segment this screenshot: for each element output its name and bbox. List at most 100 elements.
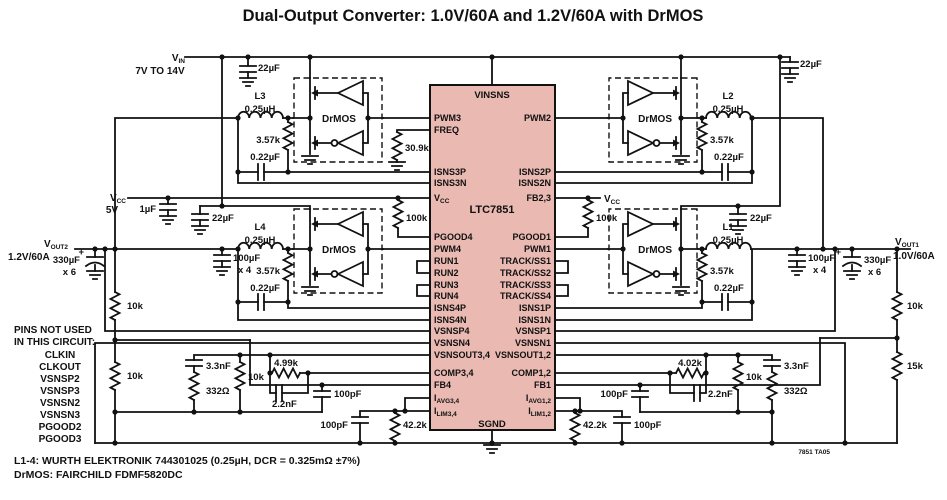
cap-100pf-ilim-left — [351, 416, 369, 424]
unused-pin-item: VSNSP2 — [40, 374, 80, 385]
ic-pin-label: VSNSP4 — [434, 326, 470, 336]
ic-pin-label: VSNSOUT1,2 — [495, 350, 551, 360]
cap-value-label: 0.22µF — [714, 152, 744, 163]
ic-pin-label: ISNS3N — [434, 178, 467, 188]
ic-pin-label: RUN2 — [434, 268, 459, 278]
ic-pin-label: VSNSP1 — [515, 326, 551, 336]
inductor-value-label: 0.25µH — [713, 104, 744, 115]
resistor-42k2-left — [389, 412, 401, 442]
resistor-4k02 — [675, 367, 705, 379]
unused-pins-title: PINS NOT USED — [14, 325, 92, 336]
resistor-4k99 — [271, 367, 301, 379]
ic-pin-label: PGOOD1 — [512, 232, 551, 242]
ic-pin-label: ISNS1N — [518, 315, 551, 325]
cap-value-label: 2.2nF — [272, 399, 297, 410]
cap-qty-label: x 4 — [238, 265, 252, 276]
cap-100uf-right — [788, 254, 806, 262]
ic-pin-label: VSNSN1 — [515, 338, 551, 348]
ic-ltc7851: VINSNS LTC7851 SGND PWM3 FREQ ISNS3P ISN… — [429, 84, 556, 431]
inductor-name-label: L2 — [722, 91, 733, 102]
resistor-15k-div-right — [891, 351, 903, 381]
ic-pin-label: PWM2 — [524, 113, 551, 123]
ic-pin-label: ISNS1P — [519, 303, 551, 313]
ic-pin-label: RUN3 — [434, 280, 459, 290]
ic-pin-label: ILIM1,2 — [528, 406, 551, 418]
resistor-332-left — [188, 371, 200, 401]
cap-100pf-fb-left — [313, 390, 331, 398]
res-value-label: 10k — [127, 371, 144, 382]
cap-polarity-label: + — [835, 247, 841, 258]
footnotes: L1-4: WURTH ELEKTRONIK 744301025 (0.25µH… — [14, 449, 830, 481]
ic-pin-label: PWM3 — [434, 113, 461, 123]
resistor-3k57-l1 — [696, 252, 708, 282]
cap-value-label: 3.3nF — [784, 361, 809, 372]
res-value-label: 42.2k — [583, 420, 607, 431]
junction-dots — [92, 54, 900, 446]
cap-value-label: 330µF — [864, 255, 891, 266]
res-value-label: 15k — [907, 361, 924, 372]
cap-value-label: 2.2nF — [708, 389, 733, 400]
cap-value-label: 100pF — [334, 389, 362, 400]
res-value-label: 42.2k — [403, 420, 427, 431]
resistor-30k9 — [391, 131, 403, 161]
res-value-label: 3.57k — [710, 266, 734, 277]
ground-icon — [843, 270, 861, 280]
cap-value-label: 0.22µF — [714, 283, 744, 294]
cap-value-label: 22µF — [212, 213, 234, 224]
ic-pin-label: TRACK/SS1 — [500, 256, 551, 266]
cap-022uf-l3 — [257, 163, 265, 181]
ground-rail-wires — [94, 429, 898, 446]
ic-part-number: LTC7851 — [469, 204, 514, 216]
drmos-label: DrMOS — [638, 245, 672, 256]
ground-icon — [86, 270, 104, 280]
vout2-label: VOUT2 — [44, 239, 68, 251]
cap-value-label: 330µF — [53, 255, 80, 266]
res-value-label: 100k — [596, 213, 618, 224]
footnote-inductor: L1-4: WURTH ELEKTRONIK 744301025 (0.25µH… — [14, 455, 360, 467]
resistor-100k-right — [582, 199, 594, 229]
unused-pin-item: CLKOUT — [39, 362, 81, 373]
unused-pin-item: VSNSN2 — [40, 398, 80, 409]
ic-pin-label: RUN1 — [434, 256, 459, 266]
ic-pin-label: ISNS4N — [434, 315, 467, 325]
drmos-label: DrMOS — [638, 114, 672, 125]
ground-icon — [191, 225, 209, 235]
resistor-100k-left — [392, 199, 404, 229]
unused-pin-item: PGOOD3 — [39, 434, 82, 445]
cap-value-label: 22µF — [750, 213, 772, 224]
ic-pin-label: TRACK/SS2 — [500, 268, 551, 278]
cap-value-label: 3.3nF — [206, 361, 231, 372]
run-track-jumpers — [416, 260, 569, 297]
pwm-freq-wires — [382, 117, 609, 250]
res-value-label: 332Ω — [206, 386, 230, 397]
resistor-10k-div-left-bot — [109, 361, 121, 391]
cap-qty-label: x 6 — [868, 267, 881, 278]
ic-pin-label: PWM4 — [434, 244, 461, 254]
cap-value-label: 22µF — [800, 59, 822, 70]
cap-qty-label: x 4 — [813, 265, 827, 276]
cap-value-label: 100µF — [808, 253, 835, 264]
res-value-label: 3.57k — [256, 135, 280, 146]
cap-value-label: 100µF — [233, 253, 260, 264]
ic-pin-label: IAVG1,2 — [526, 393, 552, 405]
vout2-wires — [94, 248, 431, 444]
resistor-332-right — [766, 371, 778, 401]
ic-pin-label: COMP3,4 — [434, 368, 474, 378]
vout1-wires — [554, 248, 853, 444]
net-labels: VIN 7V TO 14V VCC 5V VCC VOUT2 1.2V/60A … — [8, 53, 935, 263]
ic-pin-label: ISNS3P — [434, 167, 466, 177]
vout1-rating-label: 1.0V/60A — [893, 251, 935, 262]
cap-022uf-l4 — [257, 293, 265, 311]
ic-pin-label: VINSNS — [474, 90, 509, 101]
res-value-label: 4.99k — [274, 358, 298, 369]
resistor-3k57-l4 — [282, 252, 294, 282]
cap-value-label: 0.22µF — [250, 283, 280, 294]
resistor-10k-div-left-top — [109, 291, 121, 321]
res-value-label: 10k — [746, 372, 763, 383]
res-value-label: 3.57k — [256, 266, 280, 277]
cap-3n3-left — [185, 359, 203, 367]
cap-value-label: 100pF — [601, 389, 629, 400]
cap-100pf-ilim-right — [613, 416, 631, 424]
ic-pin-label: PGOOD4 — [434, 232, 473, 242]
vout2-rating-label: 1.2V/60A — [8, 252, 50, 263]
